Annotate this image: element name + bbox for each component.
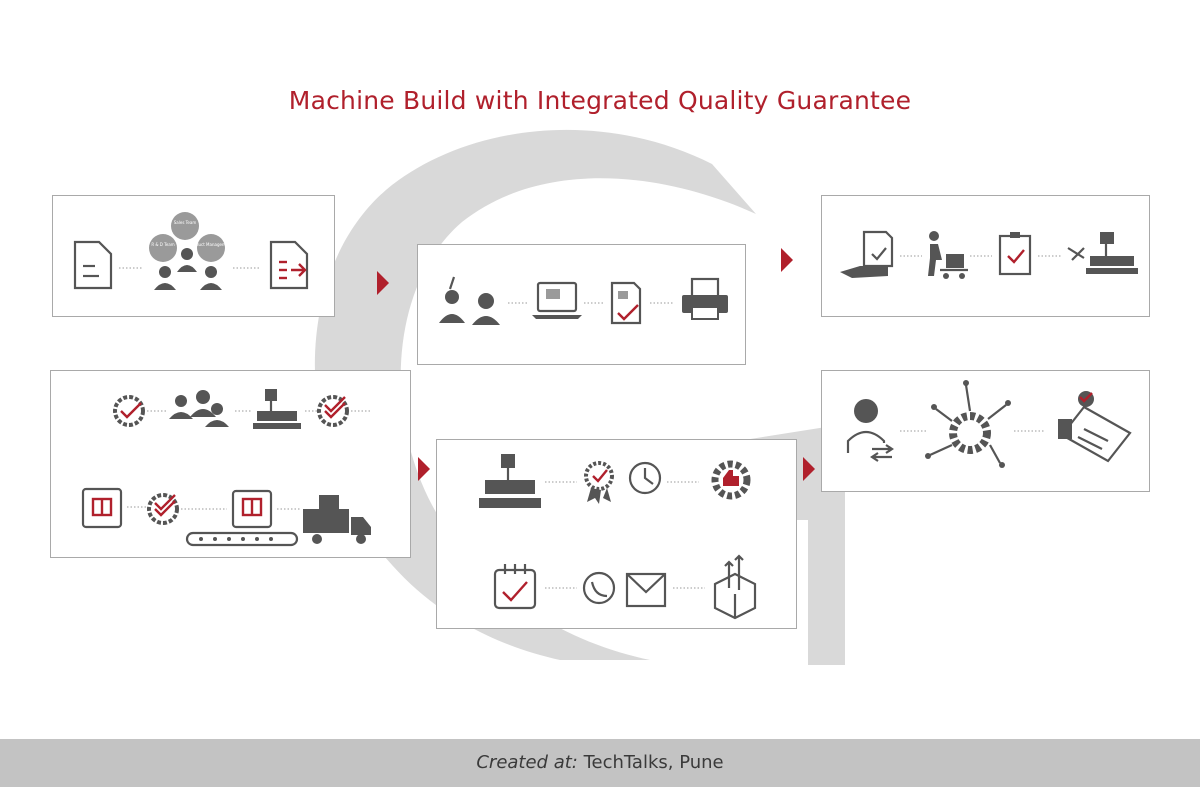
flow-arrow: [781, 248, 793, 272]
box-arrows-icon: [713, 554, 757, 620]
flow-arrow: [418, 457, 430, 481]
clipboard-check-icon: [998, 232, 1032, 276]
panel-requirements: Sales Team R & D Team Product Management: [52, 195, 335, 317]
calendar-check-icon: [493, 564, 537, 610]
gear-network-icon: [925, 380, 1011, 468]
frame-icon: [81, 487, 123, 529]
team-bubble-product: Product Management: [190, 242, 233, 247]
gear-check-icon: [113, 395, 145, 427]
mail-icon: [625, 572, 667, 608]
footer-prefix: Created at:: [476, 752, 578, 773]
document-icon: [73, 240, 113, 290]
panel-manufacturing: [50, 370, 411, 558]
support-agent-icon: [846, 399, 894, 462]
phone-icon: [582, 571, 616, 605]
team-cluster-icon: Sales Team R & D Team Product Management: [149, 212, 233, 290]
robot-machine-icon: [253, 389, 301, 429]
footer-bar: Created at: TechTalks, Pune: [0, 739, 1200, 787]
blueprint-check-icon: [610, 281, 642, 325]
robot-machine-icon: [479, 454, 541, 508]
robot-tools-icon: [1067, 232, 1138, 274]
panel-procurement: [821, 195, 1150, 317]
flow-arrow: [377, 271, 389, 295]
printer-icon: [682, 277, 728, 320]
signed-document-icon: [1058, 391, 1132, 463]
gear-check-icon: [317, 395, 349, 427]
page-title: Machine Build with Integrated Quality Gu…: [288, 86, 912, 115]
truck-icon: [303, 495, 371, 544]
conveyor-frame-icon: [185, 489, 299, 547]
engineers-icon: [439, 276, 500, 325]
warehouse-cart-icon: [928, 231, 968, 279]
clock-icon: [628, 461, 662, 495]
team-bubble-sales: Sales Team: [174, 220, 197, 225]
hand-document-icon: [840, 230, 894, 278]
team-bubble-rd: R & D Team: [151, 242, 174, 247]
footer-credit: TechTalks, Pune: [583, 752, 724, 773]
panel-quality-delivery: [436, 439, 797, 629]
document-send-icon: [269, 240, 309, 290]
flow-arrow: [803, 457, 815, 481]
workers-icon: [169, 390, 229, 427]
gear-check-icon: [147, 493, 179, 525]
laptop-drawing-icon: [532, 281, 582, 319]
gear-thumbs-up-icon: [711, 460, 751, 500]
quality-badge-icon: [584, 461, 614, 504]
panel-support: [821, 370, 1150, 492]
panel-design: [417, 244, 746, 365]
